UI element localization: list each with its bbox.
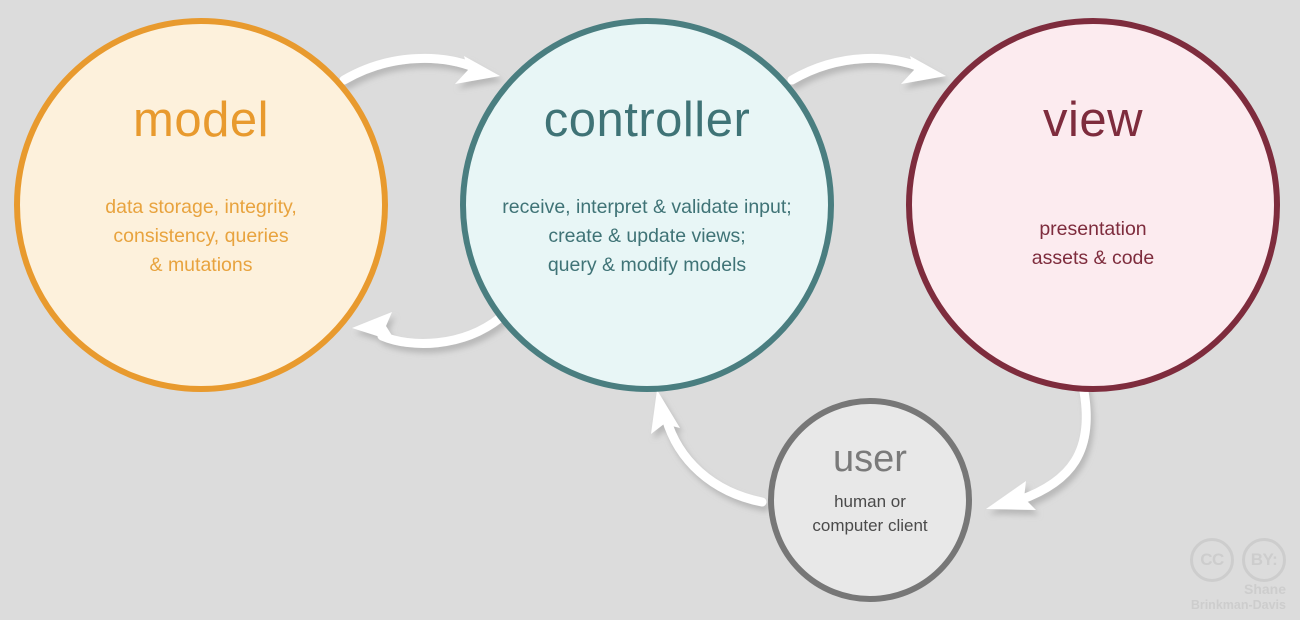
creative-commons-marks: CC BY:	[1190, 538, 1286, 583]
attribution-badge: CC BY: Shane Brinkman-Davis	[1190, 538, 1286, 612]
node-user[interactable]: user human or computer client	[768, 398, 972, 602]
creative-commons-icon: CC	[1190, 538, 1234, 583]
node-controller-title: controller	[543, 93, 751, 147]
arrow-model-to-controller	[339, 53, 500, 85]
author-last-name: Brinkman-Davis	[1190, 598, 1286, 612]
node-view-description: presentation assets & code	[1031, 218, 1155, 269]
author-first-name: Shane	[1243, 581, 1286, 598]
node-view-title: view	[1042, 93, 1144, 147]
node-view[interactable]: view presentation assets & code	[906, 18, 1280, 392]
node-user-title: user	[833, 438, 907, 480]
node-user-description: human or computer client	[812, 492, 928, 536]
node-controller-description: receive, interpret & validate input; cre…	[502, 196, 792, 276]
node-model-description: data storage, integrity, consistency, qu…	[105, 196, 297, 276]
arrow-view-to-user	[986, 381, 1091, 510]
node-model[interactable]: model data storage, integrity, consisten…	[14, 18, 388, 392]
attribution-by-icon: BY:	[1242, 538, 1286, 583]
node-model-title: model	[133, 93, 269, 147]
arrow-controller-to-model	[352, 312, 505, 348]
arrow-controller-to-view	[787, 53, 946, 85]
arrow-user-to-controller	[651, 390, 767, 507]
node-controller[interactable]: controller receive, interpret & validate…	[460, 18, 834, 392]
